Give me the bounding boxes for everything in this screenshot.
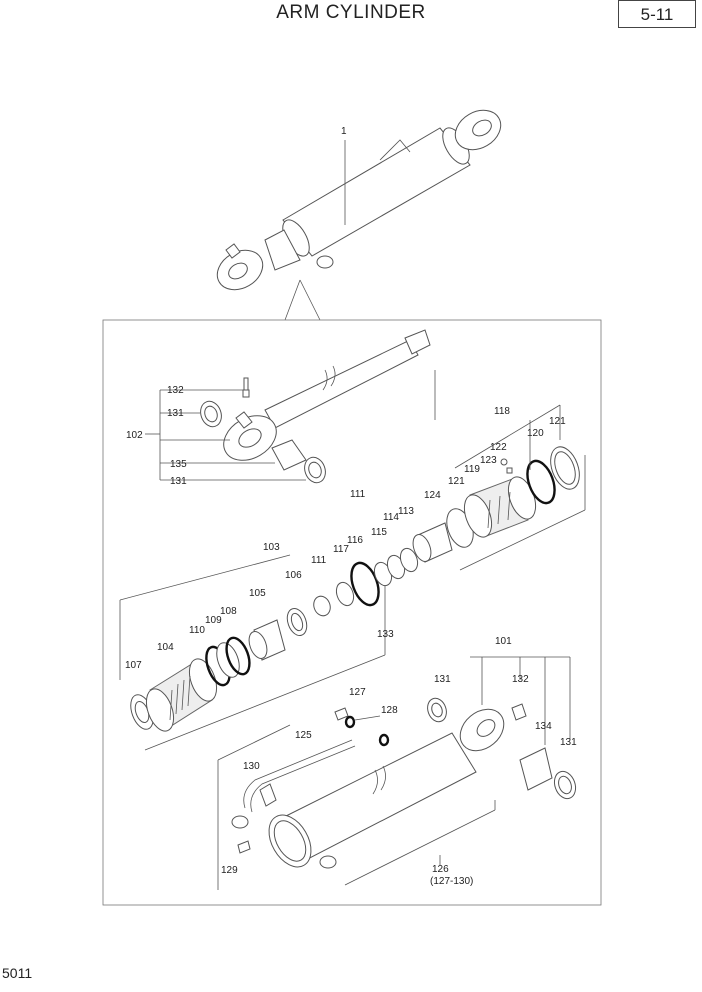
callout-128: 128 [381, 705, 398, 716]
callout-124: 124 [424, 490, 441, 501]
tube-assembly [217, 656, 577, 890]
callout-103: 103 [263, 542, 280, 553]
callout-119: 119 [464, 464, 480, 475]
callout-113: 113 [398, 506, 414, 517]
page-number: 5-11 [618, 0, 696, 28]
callout-1: 1 [341, 126, 347, 137]
callout-122: 122 [490, 442, 507, 453]
callout-131-rod-b: 131 [170, 476, 187, 487]
page-title: ARM CYLINDER [276, 2, 426, 23]
callout-130: 130 [243, 761, 260, 772]
callout-111-low: 111 [311, 555, 327, 566]
callout-101: 101 [495, 636, 512, 647]
piston-rod-assembly [145, 329, 436, 484]
callout-102: 102 [126, 430, 143, 441]
callout-132-tube: 132 [512, 674, 529, 685]
callout-121-right: 121 [549, 416, 566, 427]
callout-116: 116 [347, 535, 363, 546]
callout-131-tube-left: 131 [434, 674, 451, 685]
callout-126-range: (127-130) [430, 876, 473, 887]
callout-131-tube-right: 131 [560, 737, 577, 748]
callout-133: 133 [377, 629, 394, 640]
callout-127: 127 [349, 687, 366, 698]
callout-132-rod: 132 [167, 385, 184, 396]
callout-107: 107 [125, 660, 142, 671]
callout-104: 104 [157, 642, 174, 653]
page-footer-code: 5011 [2, 965, 33, 981]
callout-110: 110 [189, 625, 205, 636]
callout-125: 125 [295, 730, 312, 741]
assembled-cylinder [216, 109, 502, 291]
callout-121-left: 121 [448, 476, 465, 487]
gland-seal-stack [119, 404, 586, 751]
callout-134: 134 [535, 721, 552, 732]
callout-115: 115 [371, 527, 387, 538]
callout-120: 120 [527, 428, 544, 439]
callout-105: 105 [249, 588, 266, 599]
callout-106: 106 [285, 570, 302, 581]
callout-118: 118 [494, 406, 510, 417]
callout-114: 114 [383, 512, 399, 523]
callout-117: 117 [333, 544, 349, 555]
callout-126: 126 [432, 864, 449, 875]
callout-108: 108 [220, 606, 237, 617]
callout-123: 123 [480, 455, 497, 466]
callout-109: 109 [205, 615, 222, 626]
callout-131-rod: 131 [167, 408, 184, 419]
callout-135: 135 [170, 459, 187, 470]
callout-129: 129 [221, 865, 238, 876]
callout-111-top: 111 [350, 489, 366, 500]
